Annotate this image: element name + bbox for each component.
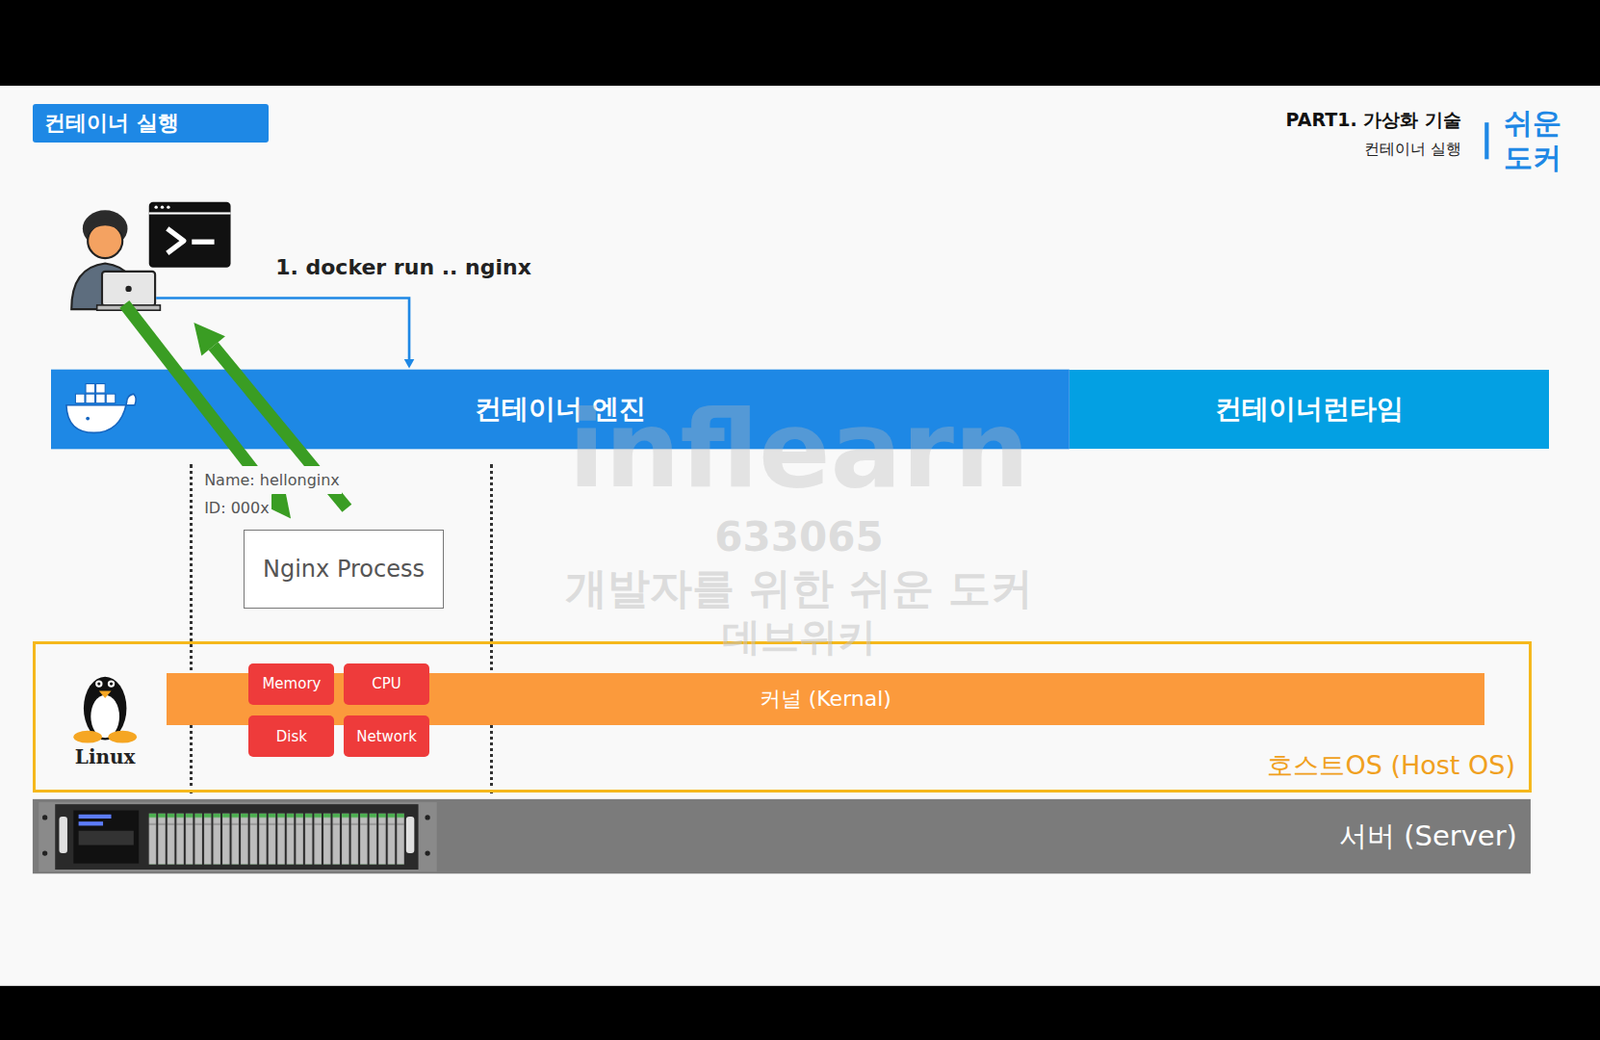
- node-text: 서버 (Server): [1339, 819, 1518, 853]
- node-text: 호스트OS (Host OS): [1266, 749, 1516, 781]
- section-title: PART1. 가상화 기술: [1286, 108, 1462, 131]
- watermark: 데브위키: [722, 613, 877, 660]
- resource-box: Network: [343, 715, 430, 757]
- node-text: Network: [356, 727, 417, 746]
- engine-band: 컨테이너 엔진: [51, 369, 1070, 450]
- command-arrow: [155, 297, 414, 368]
- node-text: ID: 000x: [202, 493, 272, 522]
- watermark: 633065: [714, 513, 883, 562]
- resource-box: CPU: [343, 663, 430, 705]
- terminal-icon: [149, 202, 232, 268]
- logo-divider: [1484, 122, 1489, 159]
- node-text: Name: hellonginx: [202, 465, 342, 494]
- node-text: 컨테이너런타임: [1214, 392, 1404, 426]
- linux-penguin: [73, 676, 137, 744]
- top-bar: [0, 0, 1600, 86]
- bottom-bar: [0, 985, 1600, 1040]
- docker-whale: [66, 384, 136, 434]
- logo-text: 쉬운 도커: [1503, 105, 1574, 176]
- user-icon: [71, 209, 160, 310]
- watermark: 개발자를 위한 쉬운 도커: [565, 563, 1033, 615]
- title-box: 컨테이너 실행: [32, 103, 269, 143]
- host-os-box: 호스트OS (Host OS) 커널 (Kernal) Memory CPU Disk N…: [32, 641, 1532, 793]
- process-box: Nginx Process: [243, 529, 444, 609]
- node-text: Nginx Process: [262, 555, 425, 584]
- runtime-band: 컨테이너런타임: [1069, 369, 1549, 450]
- node-text: Memory: [261, 674, 321, 693]
- command-label: 1. docker run .. nginx: [275, 255, 532, 281]
- node-text: 컨테이너 엔진: [474, 392, 646, 426]
- section-subtitle: 컨테이너 실행: [1364, 139, 1462, 158]
- request-arrows: [124, 304, 347, 519]
- resource-box: Disk: [248, 715, 335, 757]
- server-band-fill: [32, 799, 1531, 874]
- os-name: Linux: [75, 745, 136, 769]
- node-text: 커널 (Kernal): [759, 686, 892, 712]
- server-hardware: [38, 801, 437, 872]
- server-band: 서버 (Server): [32, 799, 1531, 874]
- node-text: CPU: [371, 674, 402, 693]
- resource-box: Memory: [248, 663, 335, 705]
- node-text: 컨테이너 실행: [44, 110, 180, 136]
- container-region: Name: hellonginxID: 000xNginx Process: [189, 464, 493, 793]
- node-text: Disk: [276, 727, 308, 746]
